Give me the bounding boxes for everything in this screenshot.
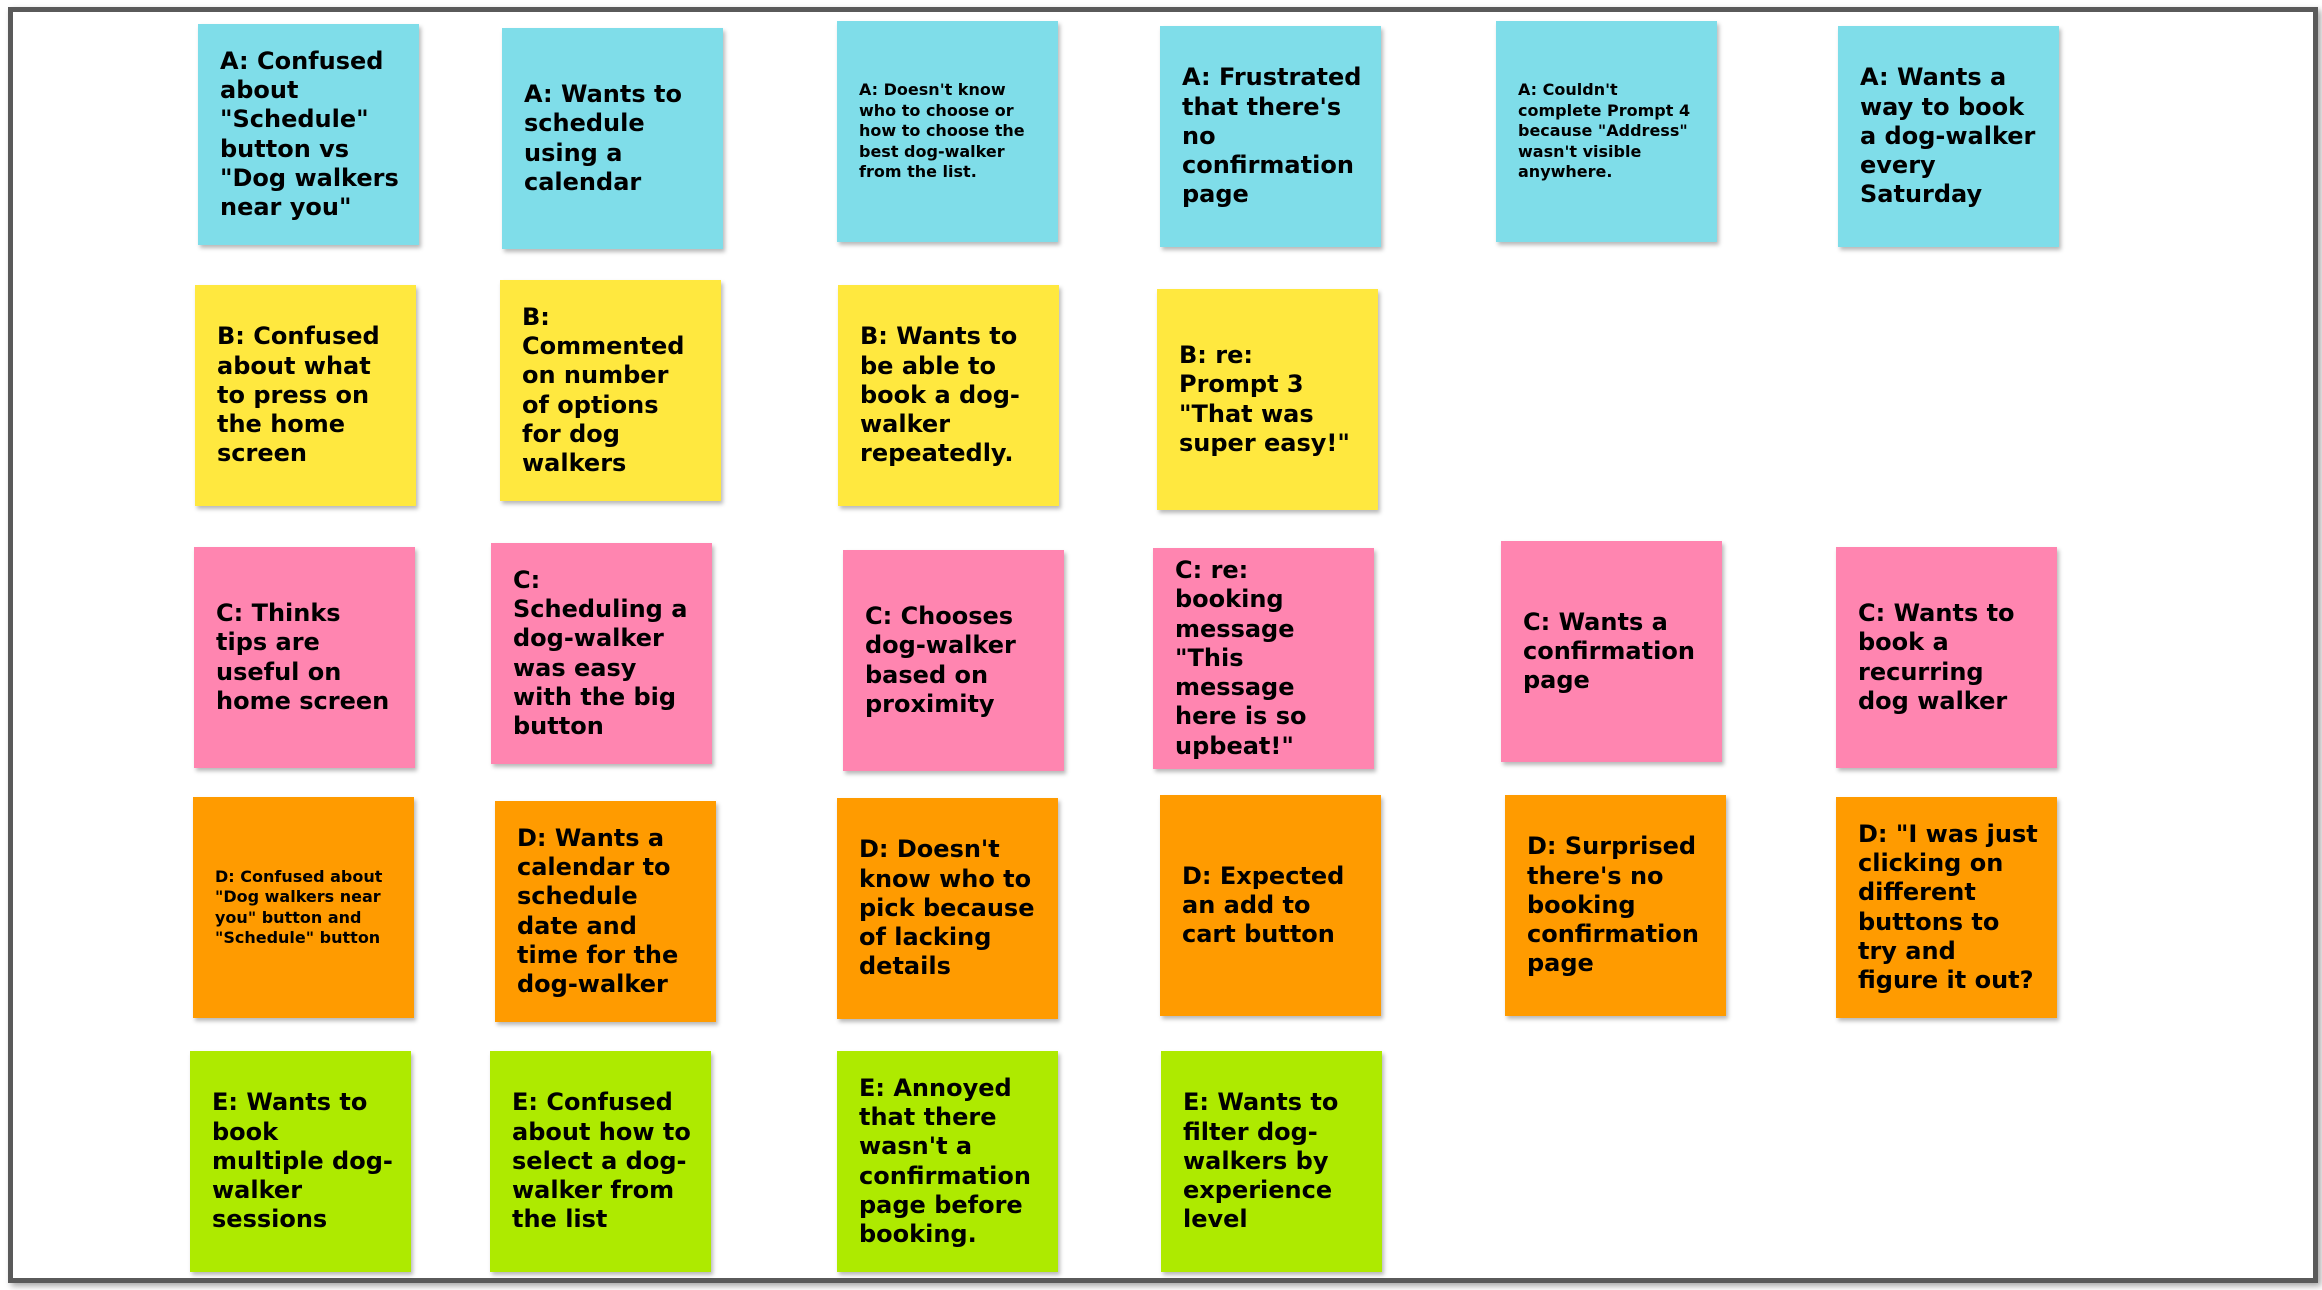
sticky-note-text: D: Surprised there's no booking confirma…: [1527, 832, 1699, 978]
sticky-note-c2[interactable]: C: Scheduling a dog-walker was easy with…: [491, 543, 712, 764]
sticky-note-text: A: Wants a way to book a dog-walker ever…: [1860, 63, 2036, 209]
sticky-note-text: E: Confused about how to select a dog-wa…: [512, 1088, 691, 1234]
sticky-note-text: D: Confused about "Dog walkers near you"…: [215, 866, 383, 947]
sticky-note-text: C: Thinks tips are useful on home screen: [216, 598, 390, 715]
sticky-note-e1[interactable]: E: Wants to book multiple dog-walker ses…: [190, 1051, 411, 1272]
sticky-note-d4[interactable]: D: Expected an add to cart button: [1160, 795, 1381, 1016]
sticky-note-a3[interactable]: A: Doesn't know who to choose or how to …: [837, 21, 1058, 242]
sticky-note-text: D: Wants a calendar to schedule date and…: [517, 823, 679, 999]
sticky-note-text: C: re: booking message "This message her…: [1175, 556, 1307, 760]
sticky-note-text: B: re: Prompt 3 "That was super easy!": [1179, 340, 1350, 457]
sticky-note-b1[interactable]: B: Confused about what to press on the h…: [195, 285, 416, 506]
sticky-note-text: C: Wants a confirmation page: [1523, 607, 1695, 695]
sticky-note-text: C: Wants to book a recurring dog walker: [1858, 598, 2015, 715]
sticky-note-text: A: Doesn't know who to choose or how to …: [859, 80, 1025, 182]
sticky-note-text: E: Annoyed that there wasn't a confirmat…: [859, 1073, 1031, 1249]
sticky-note-text: A: Frustrated that there's no confirmati…: [1182, 63, 1362, 209]
sticky-note-d5[interactable]: D: Surprised there's no booking confirma…: [1505, 795, 1726, 1016]
sticky-note-d2[interactable]: D: Wants a calendar to schedule date and…: [495, 801, 716, 1022]
sticky-note-c6[interactable]: C: Wants to book a recurring dog walker: [1836, 547, 2057, 768]
sticky-note-d1[interactable]: D: Confused about "Dog walkers near you"…: [193, 797, 414, 1018]
sticky-note-text: A: Wants to schedule using a calendar: [524, 79, 682, 196]
sticky-note-text: E: Wants to book multiple dog-walker ses…: [212, 1088, 393, 1234]
sticky-note-text: D: Expected an add to cart button: [1182, 861, 1345, 949]
sticky-note-d3[interactable]: D: Doesn't know who to pick because of l…: [837, 798, 1058, 1019]
sticky-note-a6[interactable]: A: Wants a way to book a dog-walker ever…: [1838, 26, 2059, 247]
sticky-note-c4[interactable]: C: re: booking message "This message her…: [1153, 548, 1374, 769]
sticky-note-text: D: Doesn't know who to pick because of l…: [859, 835, 1035, 981]
sticky-note-text: A: Confused about "Schedule" button vs "…: [220, 46, 399, 222]
sticky-note-a5[interactable]: A: Couldn't complete Prompt 4 because "A…: [1496, 21, 1717, 242]
sticky-note-b2[interactable]: B: Commented on number of options for do…: [500, 280, 721, 501]
sticky-note-e3[interactable]: E: Annoyed that there wasn't a confirmat…: [837, 1051, 1058, 1272]
sticky-note-text: D: "I was just clicking on different but…: [1858, 819, 2038, 995]
sticky-note-text: C: Scheduling a dog-walker was easy with…: [513, 565, 688, 741]
sticky-note-c1[interactable]: C: Thinks tips are useful on home screen: [194, 547, 415, 768]
sticky-note-text: B: Commented on number of options for do…: [522, 302, 685, 478]
sticky-note-a4[interactable]: A: Frustrated that there's no confirmati…: [1160, 26, 1381, 247]
sticky-note-text: B: Wants to be able to book a dog-walker…: [860, 322, 1020, 468]
sticky-note-e4[interactable]: E: Wants to filter dog-walkers by experi…: [1161, 1051, 1382, 1272]
sticky-note-text: E: Wants to filter dog-walkers by experi…: [1183, 1088, 1339, 1234]
sticky-note-b3[interactable]: B: Wants to be able to book a dog-walker…: [838, 285, 1059, 506]
sticky-note-a1[interactable]: A: Confused about "Schedule" button vs "…: [198, 24, 419, 245]
sticky-note-e2[interactable]: E: Confused about how to select a dog-wa…: [490, 1051, 711, 1272]
sticky-note-c5[interactable]: C: Wants a confirmation page: [1501, 541, 1722, 762]
sticky-note-c3[interactable]: C: Chooses dog-walker based on proximity: [843, 550, 1064, 771]
sticky-note-text: C: Chooses dog-walker based on proximity: [865, 601, 1016, 718]
sticky-note-text: B: Confused about what to press on the h…: [217, 322, 380, 468]
sticky-note-b4[interactable]: B: re: Prompt 3 "That was super easy!": [1157, 289, 1378, 510]
sticky-note-d6[interactable]: D: "I was just clicking on different but…: [1836, 797, 2057, 1018]
sticky-note-a2[interactable]: A: Wants to schedule using a calendar: [502, 28, 723, 249]
sticky-note-text: A: Couldn't complete Prompt 4 because "A…: [1518, 80, 1691, 182]
